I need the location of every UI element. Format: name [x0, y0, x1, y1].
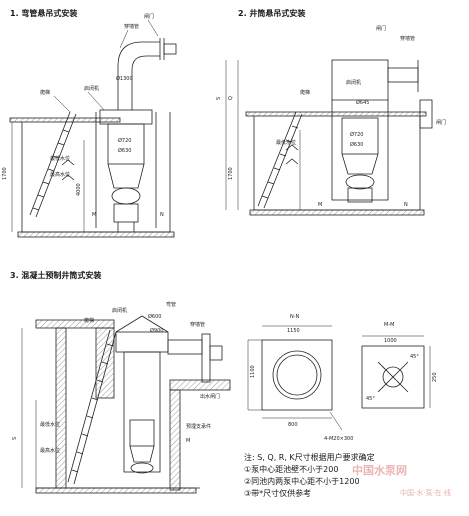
label-valve-1: 闸门	[144, 13, 154, 20]
dim-n-1: N	[160, 212, 164, 218]
notes-item-2: ②同池内两泵中心距不小于1200	[244, 477, 360, 486]
label-bracket-3: 预埋支承件	[186, 423, 211, 430]
label-waterlevel2-1: 最高水位	[50, 171, 70, 178]
dim-m-1: M	[92, 212, 96, 218]
dim-d1300-1: Ø1300	[116, 75, 133, 82]
label-ladder-2: 爬梯	[300, 89, 310, 96]
dim-s-2: S	[216, 97, 222, 100]
ladder-3	[67, 329, 117, 485]
label-wallpipe-3: 穿墙管	[190, 321, 205, 328]
label-waterlevel-1: 最低水位	[50, 155, 70, 162]
label-wallpipe-2: 穿墙管	[400, 35, 415, 42]
section-title-1: 1. 弯管悬吊式安装	[10, 9, 78, 18]
label-ladder-1: 爬梯	[40, 89, 50, 96]
watermark-subtitle: 中国·水·泵·在·线	[400, 489, 451, 497]
label-outletvalve-3: 出水闸门	[200, 393, 220, 400]
label-elbow-3: 弯管	[166, 301, 176, 308]
dim-d630-1: Ø630	[118, 147, 131, 154]
label-mm: M-M	[384, 322, 394, 328]
ladder	[29, 111, 77, 218]
dim-1700-2: 1700	[228, 167, 234, 180]
label-waterlevel-3: 最低水位	[40, 421, 60, 428]
label-waterlevel-2: 最低水位	[276, 139, 296, 146]
dim-d630-2: Ø630	[350, 141, 363, 148]
dim-q-2: Q	[228, 96, 234, 100]
plan-view-nn	[247, 325, 343, 431]
dim-bolts: 4-M20×300	[324, 436, 353, 442]
section-2-drawing	[225, 59, 433, 216]
dim-1000: 1000	[384, 338, 397, 344]
dim-800: 800	[288, 422, 298, 428]
label-waterlevel2-3: 最高水位	[40, 447, 60, 454]
dim-45-a: 45°	[410, 354, 419, 360]
watermark-logo: 中国水泵网	[352, 464, 407, 477]
dim-4000-1: 4000	[76, 183, 82, 196]
notes-item-1: ①泵中心距池壁不小于200	[244, 465, 339, 474]
label-ladder-3: 爬梯	[84, 317, 94, 324]
label-valve-2b: 闸门	[436, 119, 446, 126]
notes-title: 注: S, Q, R, K尺寸根据用户要求确定	[244, 453, 375, 462]
dim-n-2: N	[404, 202, 408, 208]
dim-m-3: M	[186, 438, 190, 444]
dim-s-3: S	[12, 437, 18, 440]
dim-d720-2: Ø720	[350, 131, 363, 138]
elbow-pipe	[117, 41, 160, 110]
notes-item-3: ③带*尺寸仅供参考	[244, 489, 312, 498]
pit-floor	[17, 231, 175, 238]
label-winch-2: 启闭机	[346, 79, 361, 86]
dim-250: 250	[432, 372, 438, 382]
dim-45-b: 45°	[366, 396, 375, 402]
plan-view-mm	[361, 335, 431, 409]
dim-d600-3: Ø600	[148, 313, 161, 320]
label-nn: N-N	[290, 314, 300, 320]
dim-d645-2: Ø645	[356, 99, 369, 106]
label-valve-2: 闸门	[376, 25, 386, 32]
well-cylinder	[331, 59, 389, 201]
label-winch-3: 启闭机	[112, 307, 127, 314]
ladder-2	[257, 111, 303, 209]
notes-block: 注: S, Q, R, K尺寸根据用户要求确定 ①泵中心距池壁不小于200 ②同…	[244, 452, 375, 500]
floor-slab	[9, 117, 121, 123]
dim-1100: 1100	[250, 365, 256, 378]
section-1-drawing	[9, 19, 177, 238]
dim-1150: 1150	[287, 328, 300, 334]
dim-m-2: M	[318, 202, 322, 208]
label-winch-1: 启闭机	[84, 85, 99, 92]
section-3-drawing	[21, 315, 431, 494]
dim-d720-1: Ø720	[118, 137, 131, 144]
section-title-2: 2. 井筒悬吊式安装	[238, 9, 306, 18]
section-title-3: 3. 混凝土预制井筒式安装	[10, 271, 102, 280]
dim-1700-1: 1700	[2, 167, 8, 180]
dim-d900-3: Ø900	[150, 327, 163, 334]
label-wallpipe-1: 穿墙管	[124, 23, 139, 30]
